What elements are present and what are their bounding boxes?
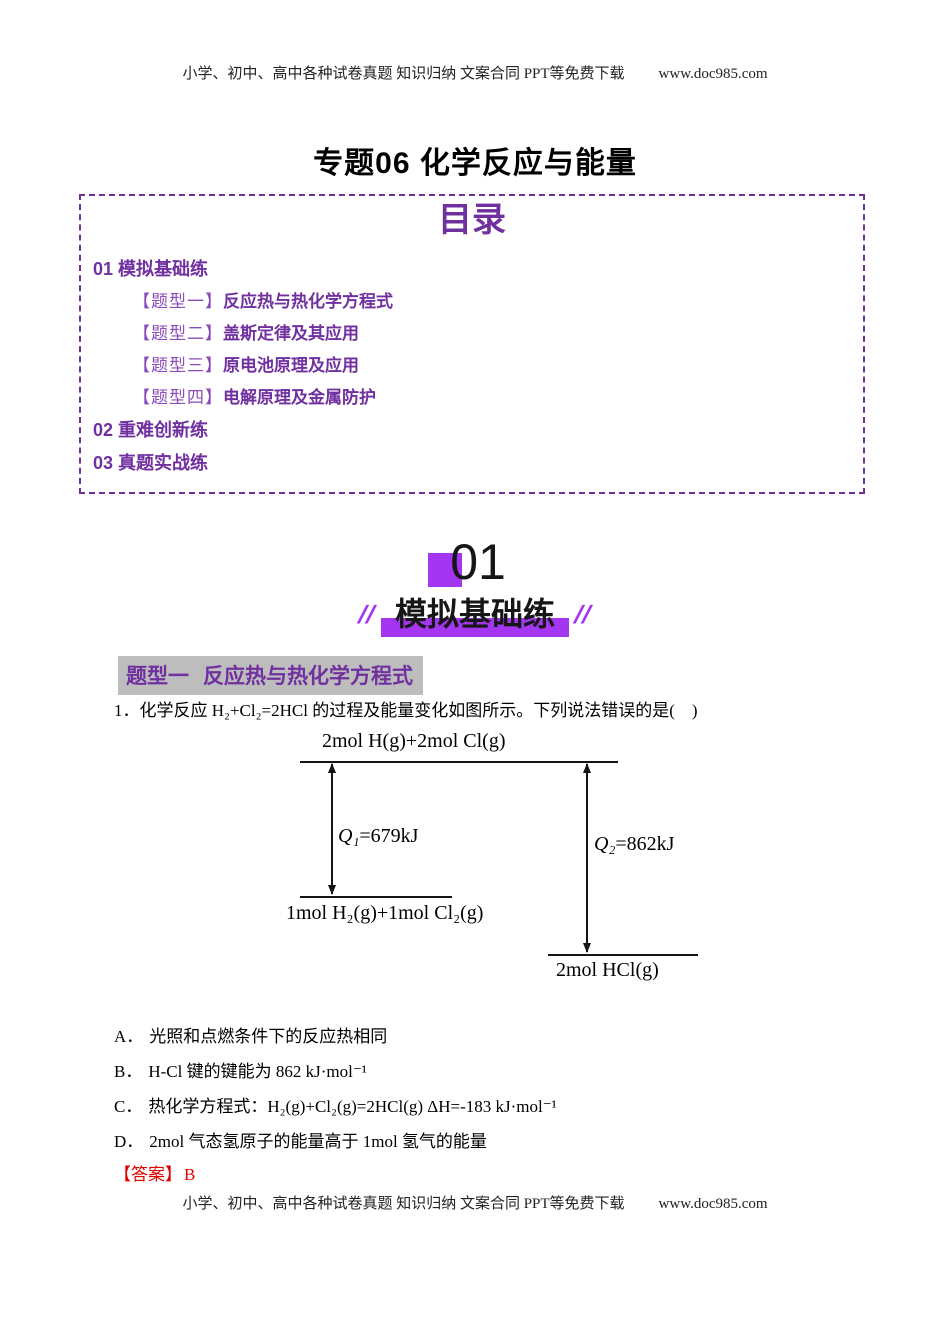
footer-site-link[interactable]: www.doc985.com	[658, 1196, 768, 1212]
energy-diagram: 2mol H(g)+2mol Cl(g) Q₁=679kJ 1mol H₂(g)…	[250, 728, 770, 1020]
option-d-text: 2mol 气态氢原子的能量高于 1mol 氢气的能量	[149, 1132, 487, 1151]
answer-value: B	[184, 1165, 196, 1184]
footer-text: 小学、初中、高中各种试卷真题 知识归纳 文案合同 PPT等免费下载	[182, 1196, 625, 1212]
banner-title: 模拟基础练	[380, 589, 569, 637]
q1-symbol: Q₁	[338, 825, 360, 847]
toc-text: 盖斯定律及其应用	[223, 324, 359, 344]
diagram-top-label: 2mol H(g)+2mol Cl(g)	[322, 730, 506, 752]
toc-item-section-03: 03 真题实战练	[93, 453, 209, 474]
page-header: 小学、初中、高中各种试卷真题 知识归纳 文案合同 PPT等免费下载 www.doc…	[0, 62, 950, 83]
arrowhead-down-icon	[583, 943, 591, 953]
option-a-label: A．	[114, 1027, 144, 1046]
toc-text: 原电池原理及应用	[223, 356, 359, 376]
option-b: B． H-Cl 键的键能为 862 kJ·mol⁻¹	[114, 1061, 874, 1083]
topic-heading-title: 反应热与热化学方程式	[203, 665, 413, 688]
q1-rest: =679kJ	[359, 825, 419, 847]
topic-heading-tag: 题型一	[126, 665, 189, 688]
answer-line: 【答案】B	[114, 1160, 195, 1185]
q2-rest: =862kJ	[615, 833, 675, 855]
toc-tag: 【题型三】	[133, 356, 223, 376]
q2-double-arrow	[583, 763, 591, 953]
topic-heading: 题型一反应热与热化学方程式	[118, 656, 423, 695]
option-d-label: D．	[114, 1132, 144, 1151]
option-d: D． 2mol 气态氢原子的能量高于 1mol 氢气的能量	[114, 1131, 874, 1153]
arrowhead-up-icon	[328, 763, 336, 773]
q2-value-label: Q₂=862kJ	[594, 833, 674, 856]
toc-item-type-3: 【题型三】原电池原理及应用	[133, 350, 853, 382]
toc-text: 反应热与热化学方程式	[223, 292, 393, 312]
toc-tag: 【题型一】	[133, 292, 223, 312]
toc-item-type-4: 【题型四】电解原理及金属防护	[133, 382, 853, 414]
option-c-label: C．	[114, 1097, 143, 1116]
header-site-link[interactable]: www.doc985.com	[658, 66, 768, 82]
top-energy-level-line	[300, 761, 618, 763]
left-slashes-icon: //	[354, 600, 380, 629]
question-number: 1．	[114, 701, 140, 720]
option-c: C． 热化学方程式：H₂(g)+Cl₂(g)=2HCl(g) ΔH=-183 kJ…	[114, 1096, 874, 1118]
purple-square-decoration	[428, 552, 463, 587]
arrowhead-up-icon	[583, 763, 591, 773]
banner-number-text: 01	[450, 534, 506, 590]
option-b-text: H-Cl 键的键能为 862 kJ·mol⁻¹	[148, 1062, 367, 1081]
toc-text: 电解原理及金属防护	[223, 388, 376, 408]
q1-value-label: Q₁=679kJ	[338, 825, 418, 848]
option-a: A． 光照和点燃条件下的反应热相同	[114, 1026, 874, 1048]
middle-energy-level-line	[300, 896, 452, 898]
bottom-energy-level-line	[548, 954, 698, 956]
page-footer: 小学、初中、高中各种试卷真题 知识归纳 文案合同 PPT等免费下载 www.doc…	[0, 1192, 950, 1213]
toc-item-section-01: 01 模拟基础练	[93, 259, 209, 280]
page-title: 专题06 化学反应与能量	[313, 147, 637, 180]
banner-title-text: 模拟基础练	[394, 595, 555, 632]
toc-tag: 【题型二】	[133, 324, 223, 344]
banner-number: 01	[428, 534, 506, 590]
diagram-left-label: 1mol H₂(g)+1mol Cl₂(g)	[286, 902, 484, 924]
option-b-label: B．	[114, 1062, 143, 1081]
toc-item-section-02: 02 重难创新练	[93, 420, 209, 441]
section-banner: 01 // 模拟基础练 //	[0, 534, 950, 637]
purple-bar-decoration	[380, 617, 569, 637]
question-text: 化学反应 H₂+Cl₂=2HCl 的过程及能量变化如图所示。下列说法错误的是( …	[139, 701, 698, 720]
header-text: 小学、初中、高中各种试卷真题 知识归纳 文案合同 PPT等免费下载	[182, 66, 625, 82]
answer-label: 【答案】	[114, 1165, 182, 1184]
arrowhead-down-icon	[328, 885, 336, 895]
question-1-stem: 1．化学反应 H₂+Cl₂=2HCl 的过程及能量变化如图所示。下列说法错误的是…	[114, 700, 844, 723]
options-list: A． 光照和点燃条件下的反应热相同 B． H-Cl 键的键能为 862 kJ·mol…	[114, 1026, 874, 1166]
option-c-text: 热化学方程式：H₂(g)+Cl₂(g)=2HCl(g) ΔH=-183 kJ·m…	[148, 1097, 557, 1116]
toc-box: 目录 01 模拟基础练 【题型一】反应热与热化学方程式 【题型二】盖斯定律及其应…	[79, 194, 865, 494]
diagram-bottom-label: 2mol HCl(g)	[556, 959, 659, 981]
option-a-text: 光照和点燃条件下的反应热相同	[149, 1027, 388, 1046]
toc-item-type-2: 【题型二】盖斯定律及其应用	[133, 318, 853, 350]
q1-double-arrow	[328, 763, 336, 895]
toc-title: 目录	[438, 201, 506, 239]
q2-symbol: Q₂	[594, 833, 616, 855]
toc-item-type-1: 【题型一】反应热与热化学方程式	[133, 286, 853, 318]
toc-tag: 【题型四】	[133, 388, 223, 408]
right-slashes-icon: //	[570, 600, 596, 629]
